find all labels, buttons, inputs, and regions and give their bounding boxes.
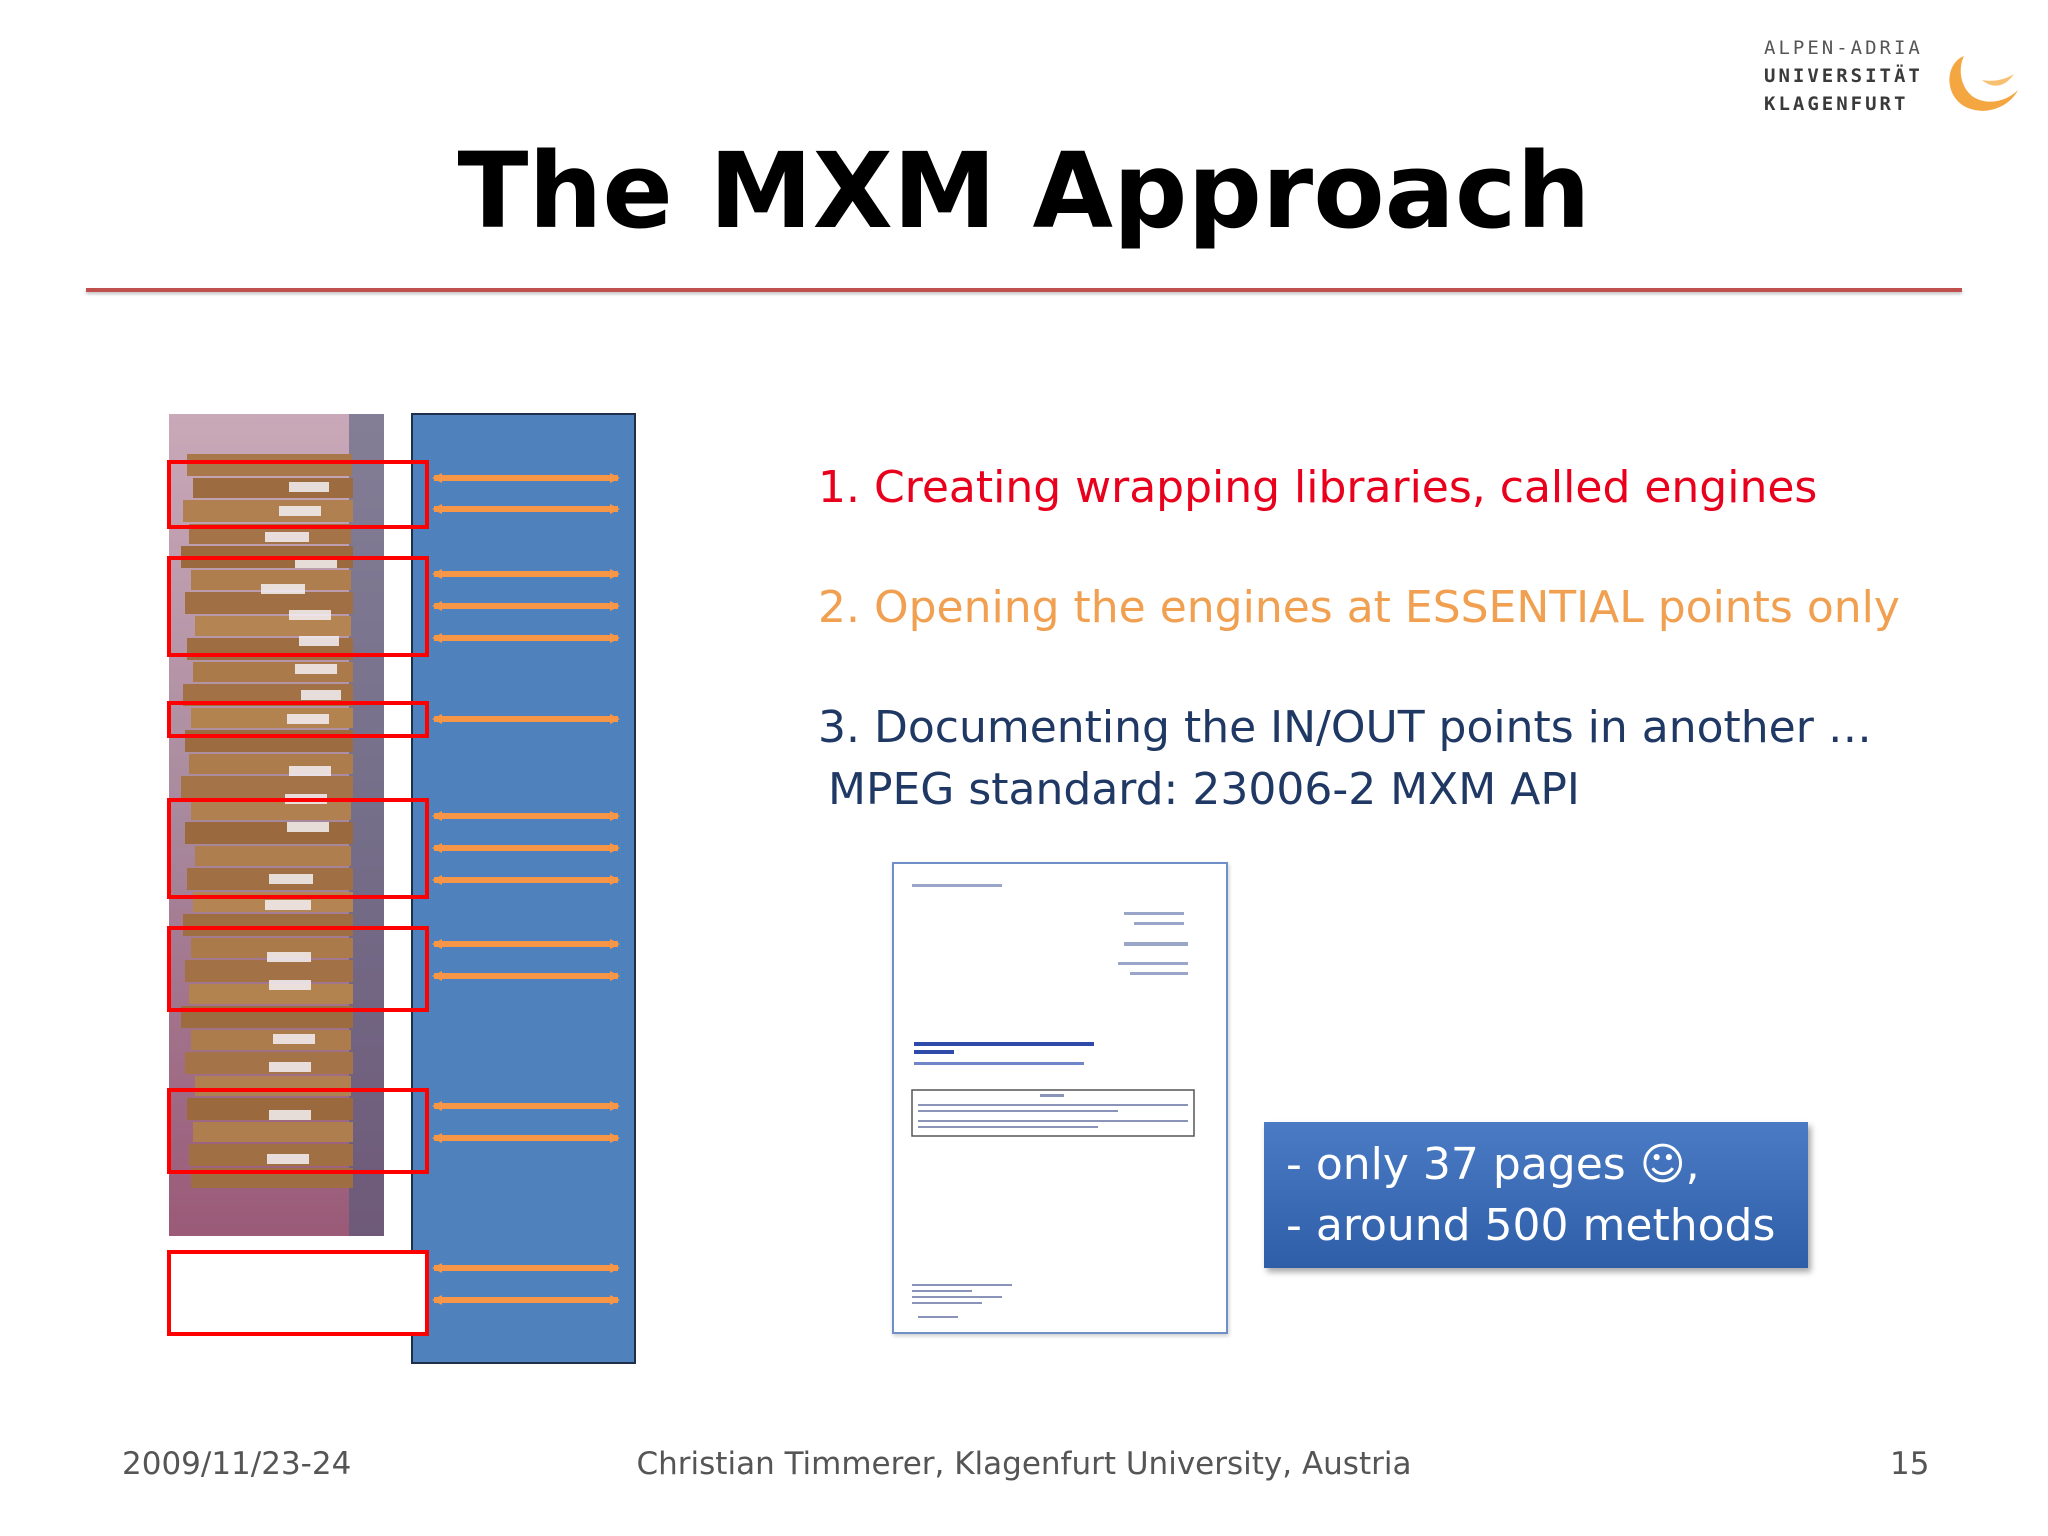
page-number: 15 (1890, 1446, 1930, 1482)
bullet-item-3: 3. Documenting the IN/OUT points in anot… (818, 702, 1872, 753)
standard-document-thumbnail (892, 862, 1228, 1334)
slide-title: The MXM Approach (457, 130, 1591, 252)
summary-callout: - only 37 pages ☺, - around 500 methods (1264, 1122, 1808, 1268)
title-divider (86, 288, 1962, 292)
paper-stack-photo (169, 414, 384, 1236)
document-page-preview (911, 884, 1195, 1318)
university-logo: ALPEN-ADRIA UNIVERSITÄT KLAGENFURT (1764, 30, 2024, 120)
api-panel (411, 413, 636, 1364)
footer-author: Christian Timmerer, Klagenfurt Universit… (636, 1446, 1412, 1482)
engine-box (167, 1250, 429, 1336)
logo-line-2: UNIVERSITÄT (1764, 65, 1923, 87)
footer-date: 2009/11/23-24 (122, 1446, 352, 1482)
logo-line-1: ALPEN-ADRIA (1764, 37, 1923, 59)
logo-crescent-icon (1949, 56, 2018, 111)
bullet-item-1: 1. Creating wrapping libraries, called e… (818, 462, 1818, 513)
logo-line-3: KLAGENFURT (1764, 93, 1909, 115)
bullet-item-3-continued: MPEG standard: 23006-2 MXM API (828, 764, 1580, 815)
callout-line-2: - around 500 methods (1286, 1200, 1776, 1251)
callout-line-1: - only 37 pages ☺, (1286, 1139, 1700, 1190)
bullet-item-2: 2. Opening the engines at ESSENTIAL poin… (818, 582, 1900, 633)
